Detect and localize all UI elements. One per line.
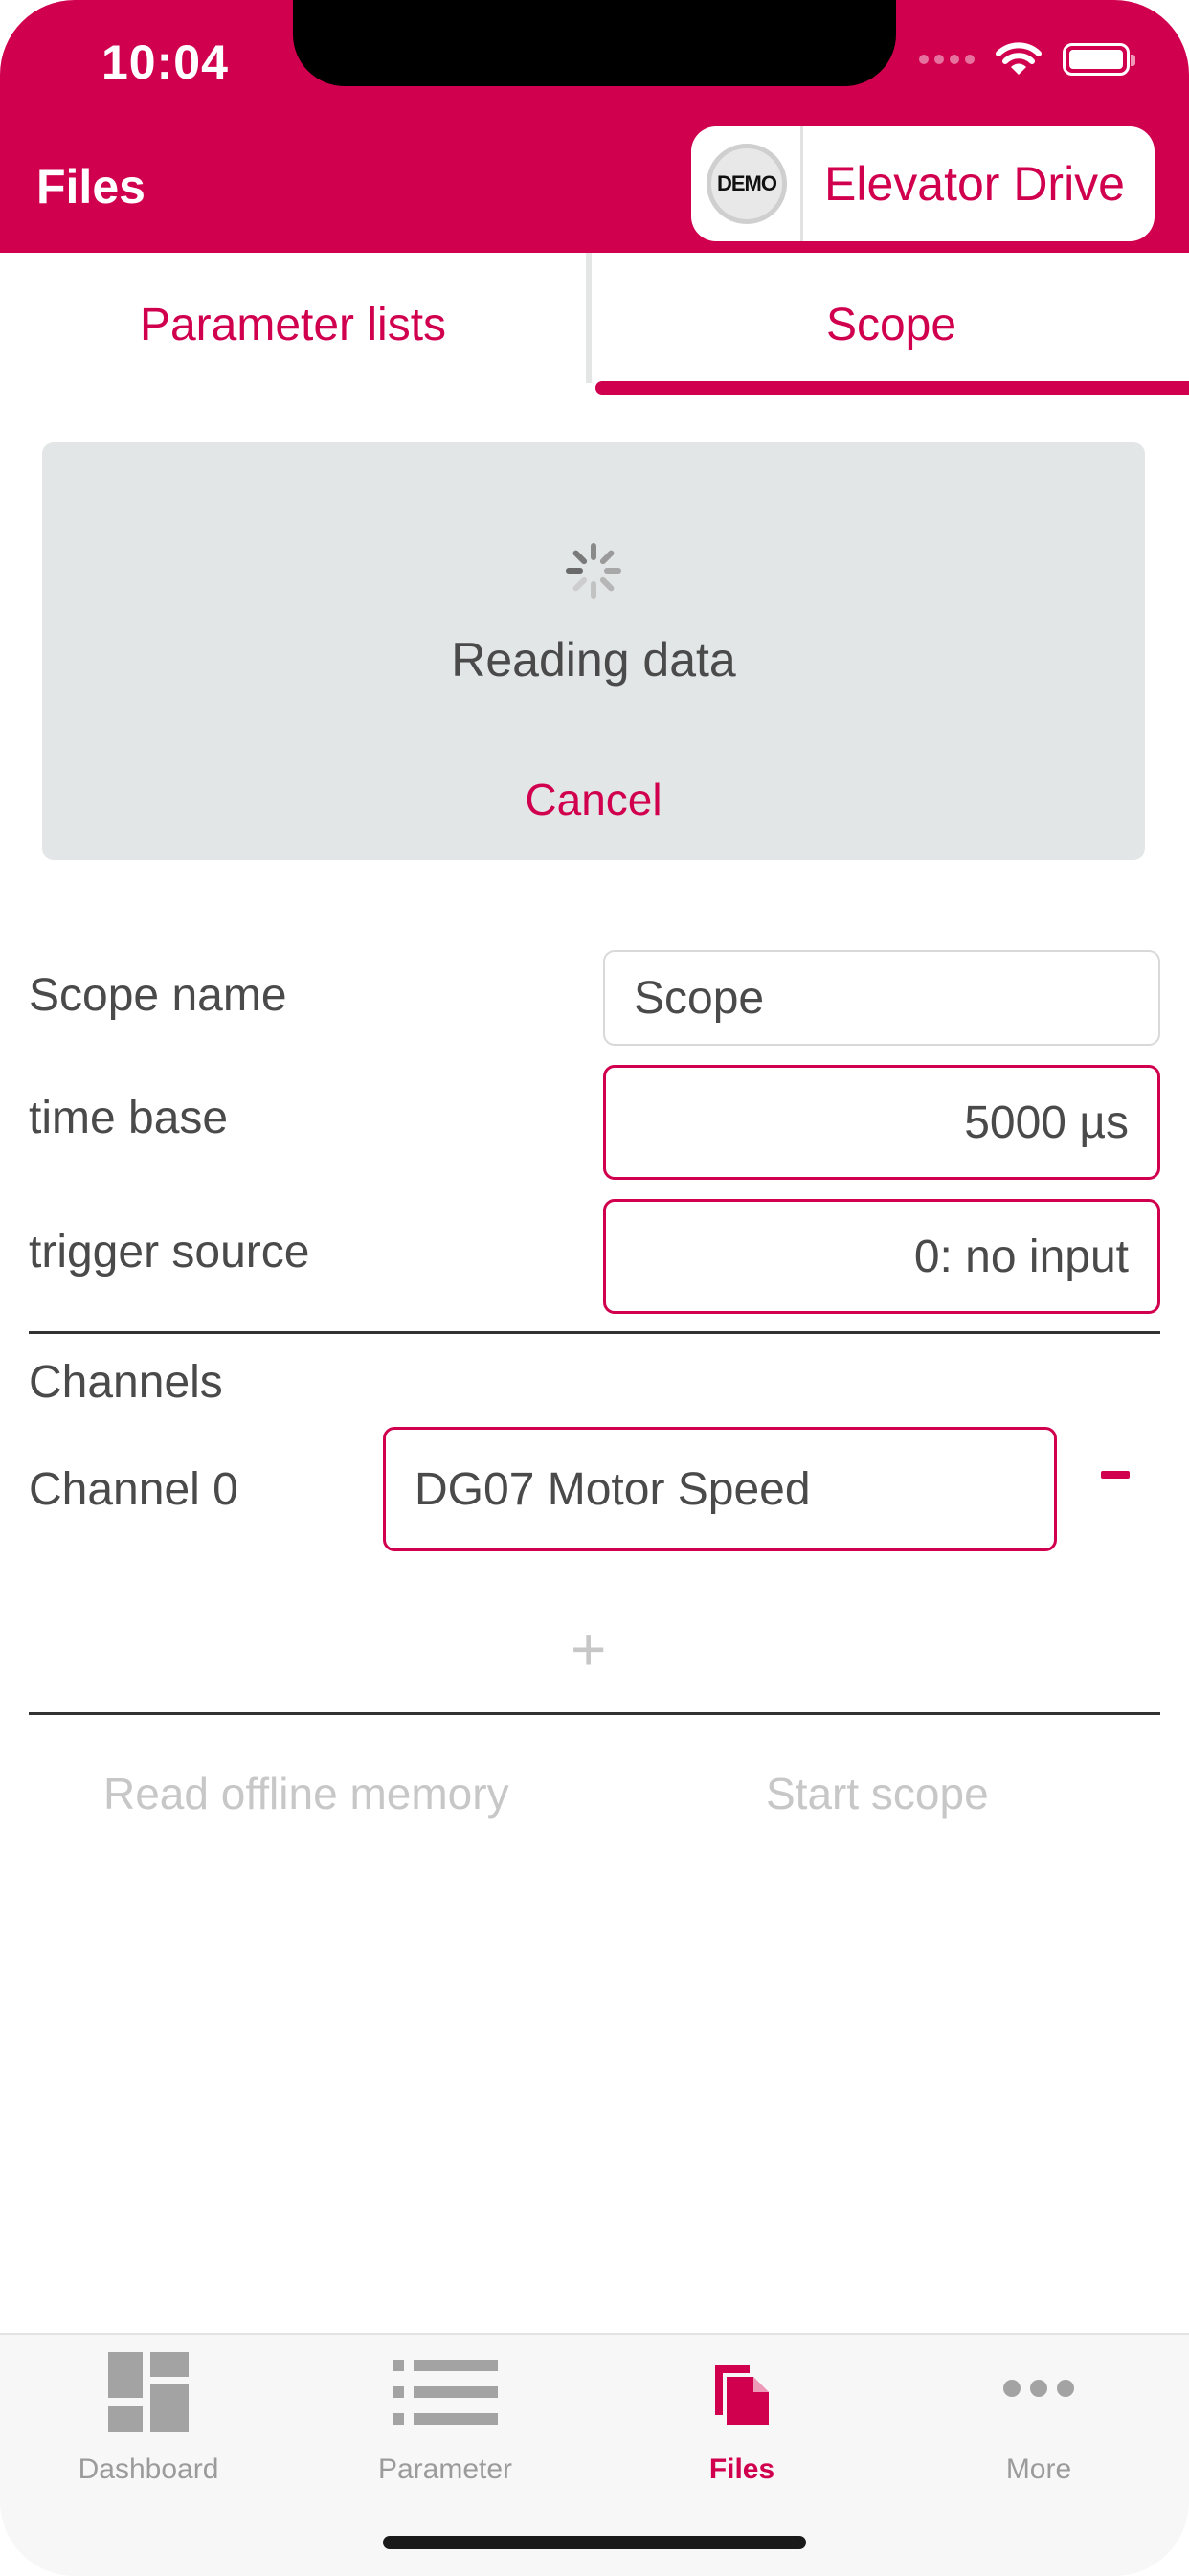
dashboard-icon — [108, 2352, 189, 2432]
segment-tabs: Parameter lists Scope — [0, 253, 1189, 396]
tab-parameter-lists[interactable]: Parameter lists — [139, 299, 447, 350]
page-title: Files — [36, 160, 146, 214]
divider — [29, 1331, 1160, 1334]
scope-name-field[interactable]: Scope — [603, 950, 1160, 1046]
channel-0-field[interactable]: DG07 Motor Speed — [383, 1427, 1057, 1551]
tabbar-label: More — [1005, 2453, 1072, 2485]
tabbar-label: Files — [708, 2453, 775, 2485]
signal-icon — [919, 55, 975, 64]
device-selector[interactable]: DEMO Elevator Drive — [691, 126, 1155, 241]
add-channel-button[interactable]: + — [571, 1615, 607, 1683]
scope-name-label: Scope name — [29, 970, 287, 1021]
tabbar-label: Parameter — [377, 2453, 513, 2485]
battery-icon — [1063, 43, 1135, 76]
app-header: 10:04 Files DEMO Elevator Drive — [0, 0, 1189, 253]
tab-separator — [586, 253, 592, 383]
trigger-source-field[interactable]: 0: no input — [603, 1199, 1160, 1314]
remove-channel-button[interactable] — [1101, 1471, 1130, 1479]
list-icon — [393, 2360, 498, 2425]
time-base-field[interactable]: 5000 µs — [603, 1065, 1160, 1180]
tabbar-item-more[interactable]: More — [890, 2335, 1187, 2488]
cancel-button[interactable]: Cancel — [525, 775, 662, 825]
demo-badge: DEMO — [707, 144, 787, 224]
tabbar-label: Dashboard — [78, 2453, 219, 2485]
device-notch — [293, 0, 896, 86]
loading-message: Reading data — [451, 633, 736, 687]
tabbar-item-dashboard[interactable]: Dashboard — [0, 2335, 297, 2488]
status-icons — [919, 42, 1135, 77]
tabbar-item-parameter[interactable]: Parameter — [297, 2335, 594, 2488]
files-icon — [715, 2365, 769, 2425]
tab-scope[interactable]: Scope — [825, 299, 957, 350]
loading-card: Reading data Cancel — [42, 442, 1145, 860]
tab-bar: Dashboard Parameter Files More — [0, 2333, 1189, 2576]
active-tab-indicator — [595, 381, 1189, 395]
tabbar-item-files[interactable]: Files — [594, 2335, 890, 2488]
status-time: 10:04 — [101, 35, 229, 89]
more-icon — [1003, 2380, 1074, 2397]
home-indicator[interactable] — [383, 2536, 806, 2549]
channels-heading: Channels — [29, 1357, 223, 1408]
trigger-source-label: trigger source — [29, 1227, 310, 1277]
device-name: Elevator Drive — [824, 157, 1125, 211]
channel-0-label: Channel 0 — [29, 1464, 238, 1515]
read-offline-memory-button[interactable]: Read offline memory — [103, 1769, 509, 1819]
divider — [29, 1712, 1160, 1715]
pill-divider — [800, 126, 803, 241]
wifi-icon — [996, 42, 1042, 75]
time-base-label: time base — [29, 1093, 229, 1143]
spinner-icon — [566, 543, 621, 599]
start-scope-button[interactable]: Start scope — [766, 1769, 989, 1819]
